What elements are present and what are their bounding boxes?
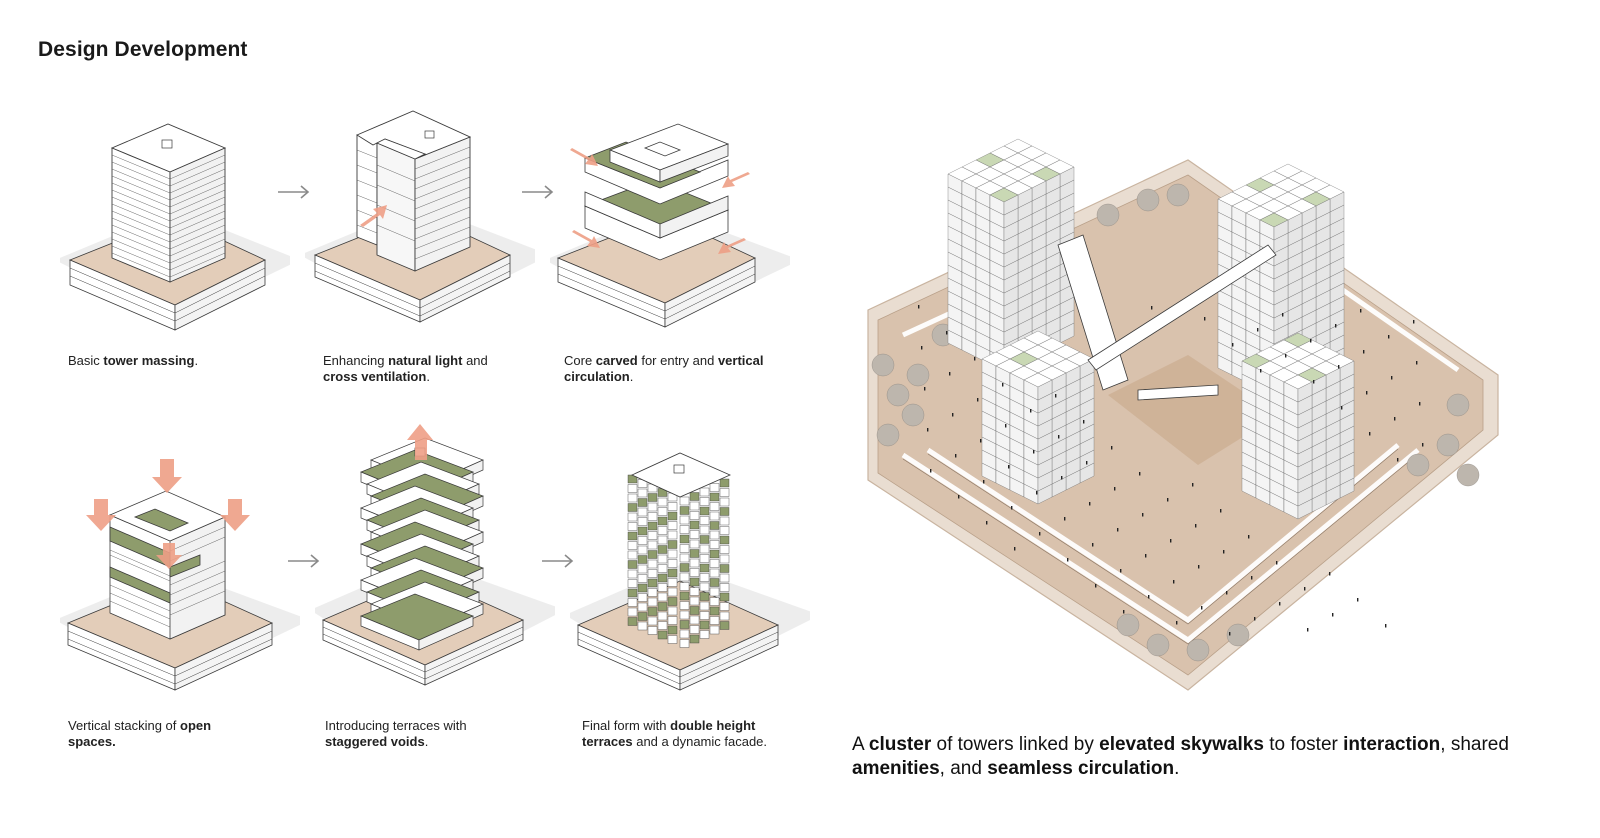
summary-bold: elevated skywalks [1099,734,1264,755]
summary-bold: interaction [1343,734,1441,755]
summary-bold: cluster [868,734,932,755]
summary-text: , and [939,758,988,779]
caption-text: . [426,369,430,384]
caption-text: and a dynamic facade. [632,734,768,749]
diagram-core-carved [550,123,790,328]
summary-statement: A cluster of towers linked by elevated s… [852,733,1552,781]
caption-text: . [424,734,429,749]
caption-text: Final form with [582,718,671,733]
caption-step-1: Basic tower massing. [68,353,278,369]
caption-bold: staggered voids [325,734,425,749]
caption-step-2: Enhancing natural light and cross ventil… [323,353,523,385]
step-arrow-2 [520,183,556,206]
caption-step-4: Vertical stacking of open spaces. [68,718,258,750]
caption-step-5: Introducing terraces with staggered void… [325,718,510,750]
caption-bold: natural light [388,353,463,368]
caption-text: Basic [68,353,104,368]
caption-bold: tower massing [103,353,195,368]
summary-bold: seamless circulation [987,758,1175,779]
diagram-natural-light-cross-ventilation [305,110,535,323]
caption-bold: double height terraces [582,718,756,749]
caption-text: Enhancing [323,353,389,368]
caption-text: . [629,369,634,384]
step-arrow-3 [286,552,322,575]
diagram-tower-cluster-axonometric [867,138,1499,691]
caption-bold: open spaces. [68,718,212,749]
caption-bold: carved [595,353,638,368]
summary-text: . [1174,758,1180,779]
caption-bold: vertical circulation [564,353,764,384]
caption-text: Introducing terraces with [325,718,467,733]
summary-bold: amenities [852,758,940,779]
caption-text: Vertical stacking of [68,718,180,733]
summary-text: to foster [1263,734,1344,755]
diagram-basic-tower-massing [60,123,290,331]
summary-text: A [852,734,869,755]
caption-bold: cross ventilation [323,369,427,384]
caption-text: Core [564,353,596,368]
step-arrow-4 [540,552,576,575]
caption-step-6: Final form with double height terraces a… [582,718,782,750]
caption-step-3: Core carved for entry and vertical circu… [564,353,764,385]
caption-text: for entry and [637,353,718,368]
page-title: Design Development [38,38,248,61]
diagram-terraces-staggered-voids [315,424,555,686]
summary-text: of towers linked by [931,734,1100,755]
caption-text: . [194,353,199,368]
diagram-vertical-stacking-open-spaces [60,459,300,691]
caption-text: and [462,353,488,368]
diagram-final-form [570,452,810,691]
summary-text: , shared [1440,734,1509,755]
step-arrow-1 [276,183,312,206]
